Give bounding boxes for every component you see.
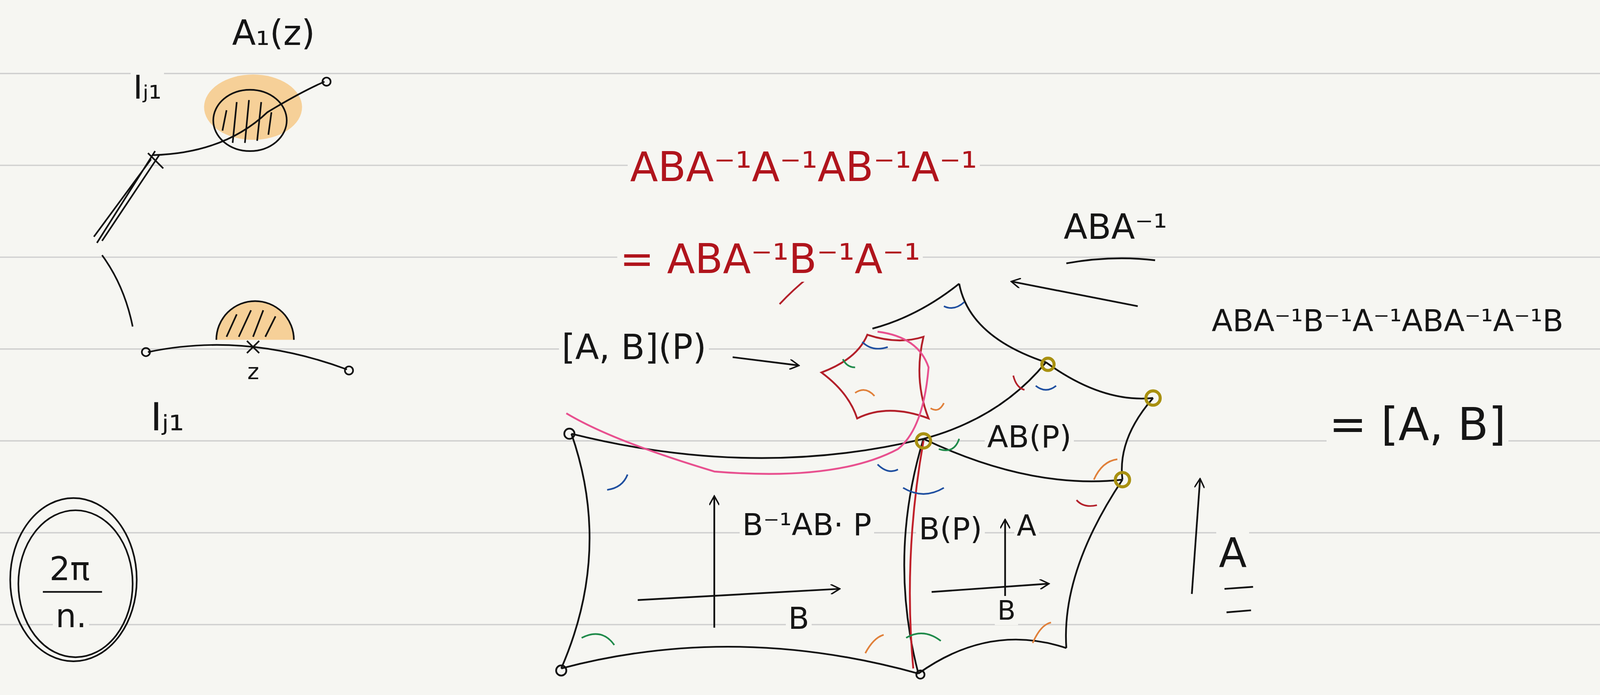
math-label: ABA⁻¹ bbox=[1061, 208, 1171, 247]
commutator-path bbox=[566, 331, 929, 669]
math-label: A bbox=[1014, 510, 1039, 542]
math-label: Iⱼ₁ bbox=[147, 395, 187, 439]
hyperbolic-tiling bbox=[556, 283, 1153, 679]
math-label: n. bbox=[52, 598, 90, 634]
vertex-marks bbox=[916, 358, 1161, 487]
math-label: AB(P) bbox=[984, 420, 1074, 455]
math-label: A bbox=[1216, 530, 1250, 576]
math-label: B⁻¹AB· P bbox=[739, 508, 875, 542]
leader-arrows bbox=[637, 250, 1253, 628]
math-label: ABA⁻¹A⁻¹AB⁻¹A⁻¹ bbox=[627, 144, 980, 190]
math-label: z bbox=[244, 359, 262, 384]
math-label: B bbox=[785, 601, 812, 636]
ruled-lines bbox=[0, 73, 1600, 625]
math-label: = [A, B] bbox=[1326, 400, 1509, 450]
math-label: [A, B](P) bbox=[559, 328, 709, 367]
math-label: ABA⁻¹B⁻¹A⁻¹ABA⁻¹A⁻¹B bbox=[1209, 304, 1566, 338]
math-label: A₁(z) bbox=[229, 14, 318, 53]
math-label: B(P) bbox=[916, 512, 985, 547]
interval-sketch bbox=[10, 74, 354, 662]
math-label: 2π bbox=[47, 551, 93, 587]
math-label: B bbox=[994, 596, 1019, 626]
math-label: Iⱼ₁ bbox=[130, 69, 164, 106]
math-label: = ABA⁻¹B⁻¹A⁻¹ bbox=[617, 236, 923, 282]
